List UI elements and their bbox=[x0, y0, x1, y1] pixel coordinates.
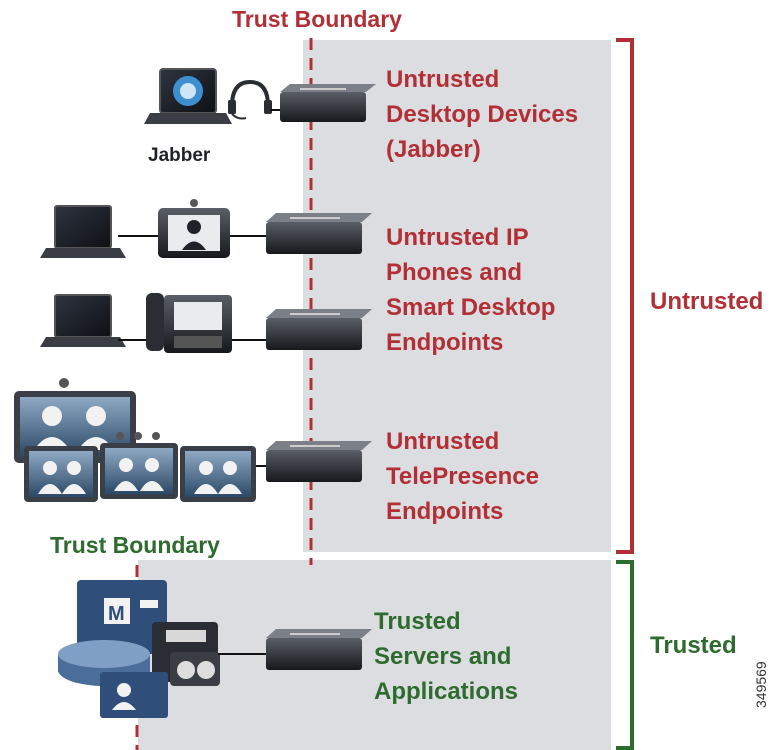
ip-phone-icon bbox=[146, 293, 232, 353]
servers-label: Trusted Servers and Applications bbox=[374, 608, 519, 705]
untrusted-bracket bbox=[616, 38, 634, 554]
laptop-icon bbox=[144, 68, 232, 124]
switch-icon bbox=[280, 84, 376, 122]
switch-icon bbox=[266, 629, 372, 670]
bottom-trust-boundary-label: Trust Boundary bbox=[50, 532, 220, 558]
figure-id: 349569 bbox=[753, 661, 769, 708]
telepresence-icon bbox=[14, 378, 256, 502]
svg-text:M: M bbox=[108, 603, 125, 625]
headset-icon bbox=[228, 79, 272, 120]
laptop-icon bbox=[40, 205, 126, 258]
untrusted-zone-label: Untrusted bbox=[650, 288, 764, 315]
trusted-zone-label: Trusted bbox=[650, 632, 737, 659]
ip-phones-label: Untrusted IP Phones and Smart Desktop En… bbox=[386, 224, 556, 356]
switch-icon bbox=[266, 441, 372, 482]
desktop-devices-label: Untrusted Desktop Devices (Jabber) bbox=[386, 66, 579, 163]
switch-icon bbox=[266, 213, 372, 254]
jabber-label: Jabber bbox=[148, 145, 211, 166]
trusted-bracket bbox=[616, 560, 634, 750]
laptop-icon bbox=[40, 294, 126, 347]
top-trust-boundary-label: Trust Boundary bbox=[232, 6, 402, 32]
telepresence-label: Untrusted TelePresence Endpoints bbox=[386, 428, 539, 525]
video-phone-icon bbox=[158, 199, 230, 258]
server-cluster-icon: M bbox=[58, 580, 220, 718]
switch-icon bbox=[266, 309, 372, 350]
